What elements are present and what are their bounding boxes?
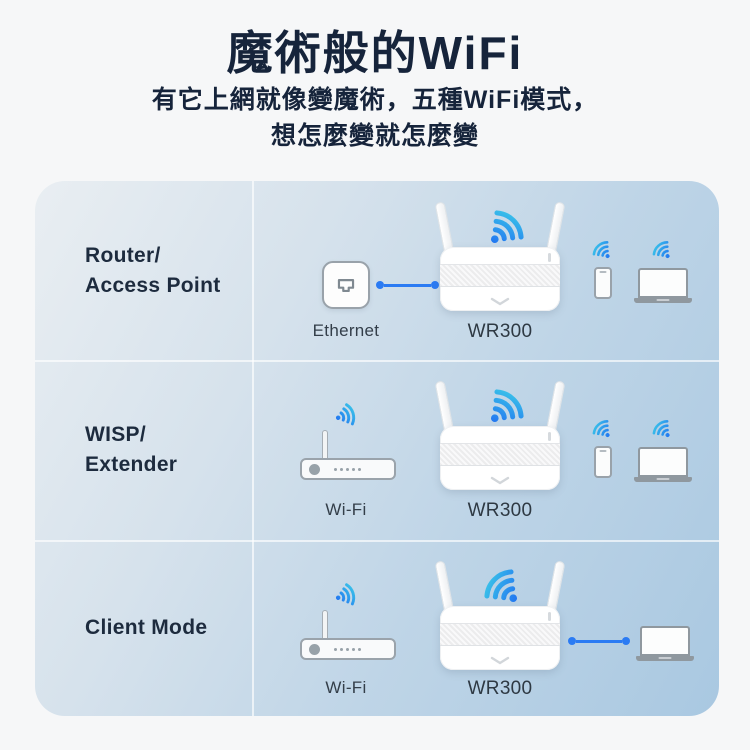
device-model-label: WR300 (467, 500, 533, 521)
wifi-router-leds (334, 467, 361, 471)
mode-label-line-1: Router/ (85, 243, 161, 267)
wifi-signal-icon (586, 234, 620, 268)
wifi-router-knob (309, 463, 320, 475)
device-model-label: WR300 (467, 678, 533, 699)
wifi-signal-icon (586, 413, 620, 447)
wr300-router-icon (434, 380, 566, 492)
mode-row-wisp-extender: WISP/ Extender Wi-Fi (35, 360, 719, 540)
router-body (440, 606, 560, 670)
wifi-router-body (300, 458, 396, 480)
wifi-router-knob (309, 643, 320, 655)
wr300-router-icon (434, 201, 566, 313)
link-line (384, 283, 431, 287)
mode-label-line-1: Client Mode (85, 616, 208, 639)
mode-diagram: Wi-Fi WR300 (252, 360, 719, 540)
wifi-router-antenna (322, 610, 328, 640)
horizontal-divider-1 (35, 360, 719, 362)
horizontal-divider-2 (35, 540, 719, 542)
laptop-base (634, 477, 692, 482)
link-endpoint-dot (568, 637, 576, 645)
router-texture-band (440, 443, 560, 466)
mode-label-line-2: Access Point (85, 273, 221, 297)
mode-label-line-2: Extender (85, 453, 178, 476)
wr300-router-icon (434, 560, 566, 672)
laptop-icon (634, 447, 692, 482)
wifi-signal-icon (646, 234, 680, 268)
chevron-down-icon (490, 476, 510, 485)
wifi-router-leds (334, 647, 361, 651)
wired-link (376, 281, 439, 289)
header: 魔術般的WiFi 有它上網就像變魔術，五種WiFi模式， 想怎麼變就怎麼變 (0, 0, 750, 154)
wifi-signal-icon (646, 413, 680, 447)
laptop-icon (634, 268, 692, 303)
router-logo-mark (548, 253, 551, 262)
mode-label: Client Mode (35, 540, 252, 716)
phone-icon (594, 446, 612, 478)
router-texture-band (440, 264, 560, 287)
laptop-screen (638, 268, 688, 298)
router-body (440, 426, 560, 490)
source-label: Wi-Fi (325, 678, 367, 697)
link-endpoint-dot (622, 637, 630, 645)
ethernet-icon (322, 261, 370, 309)
laptop-icon (636, 626, 694, 661)
wifi-signal-icon (329, 399, 363, 433)
phone-client (586, 239, 620, 299)
router-logo-mark (548, 612, 551, 621)
wifi-router-body (300, 638, 396, 660)
rj45-jack-icon (337, 279, 355, 293)
wifi-signal-icon (329, 579, 363, 613)
vertical-divider (252, 181, 254, 716)
wifi-router-icon (300, 416, 400, 480)
mode-label: WISP/ Extender (35, 360, 252, 540)
phone-client (586, 418, 620, 478)
subtitle-line-2: 想怎麼變就怎麼變 (270, 122, 479, 150)
device-model-label: WR300 (467, 321, 533, 342)
mode-row-client-mode: Client Mode Wi-Fi (35, 540, 719, 716)
subtitle-line-1: 有它上網就像變魔術，五種WiFi模式， (151, 86, 599, 114)
mode-diagram: Wi-Fi WR300 (252, 540, 719, 716)
laptop-screen (638, 447, 688, 477)
mode-row-router-access-point: Router/ Access Point Ethernet (35, 181, 719, 360)
wifi-router-icon (300, 596, 400, 660)
phone-icon (594, 267, 612, 299)
chevron-down-icon (490, 297, 510, 306)
laptop-base (634, 298, 692, 303)
wired-link (568, 637, 630, 645)
router-body (440, 247, 560, 311)
link-line (576, 639, 622, 643)
laptop-base (636, 656, 694, 661)
phone-notch (599, 450, 607, 452)
laptop-screen (640, 626, 690, 656)
mode-diagram: Ethernet WR300 (252, 181, 719, 360)
source-label: Ethernet (312, 321, 380, 340)
link-endpoint-dot (376, 281, 384, 289)
page-title: 魔術般的WiFi (226, 27, 524, 79)
laptop-client (634, 239, 692, 303)
router-texture-band (440, 623, 560, 646)
source-label: Wi-Fi (325, 500, 367, 519)
laptop-client (634, 418, 692, 482)
mode-label: Router/ Access Point (35, 181, 252, 360)
link-endpoint-dot (431, 281, 439, 289)
modes-panel: Router/ Access Point Ethernet (35, 181, 719, 716)
wifi-router-antenna (322, 430, 328, 460)
mode-label-line-1: WISP/ (85, 423, 147, 446)
chevron-down-icon (490, 656, 510, 665)
router-logo-mark (548, 432, 551, 441)
phone-notch (599, 271, 607, 273)
